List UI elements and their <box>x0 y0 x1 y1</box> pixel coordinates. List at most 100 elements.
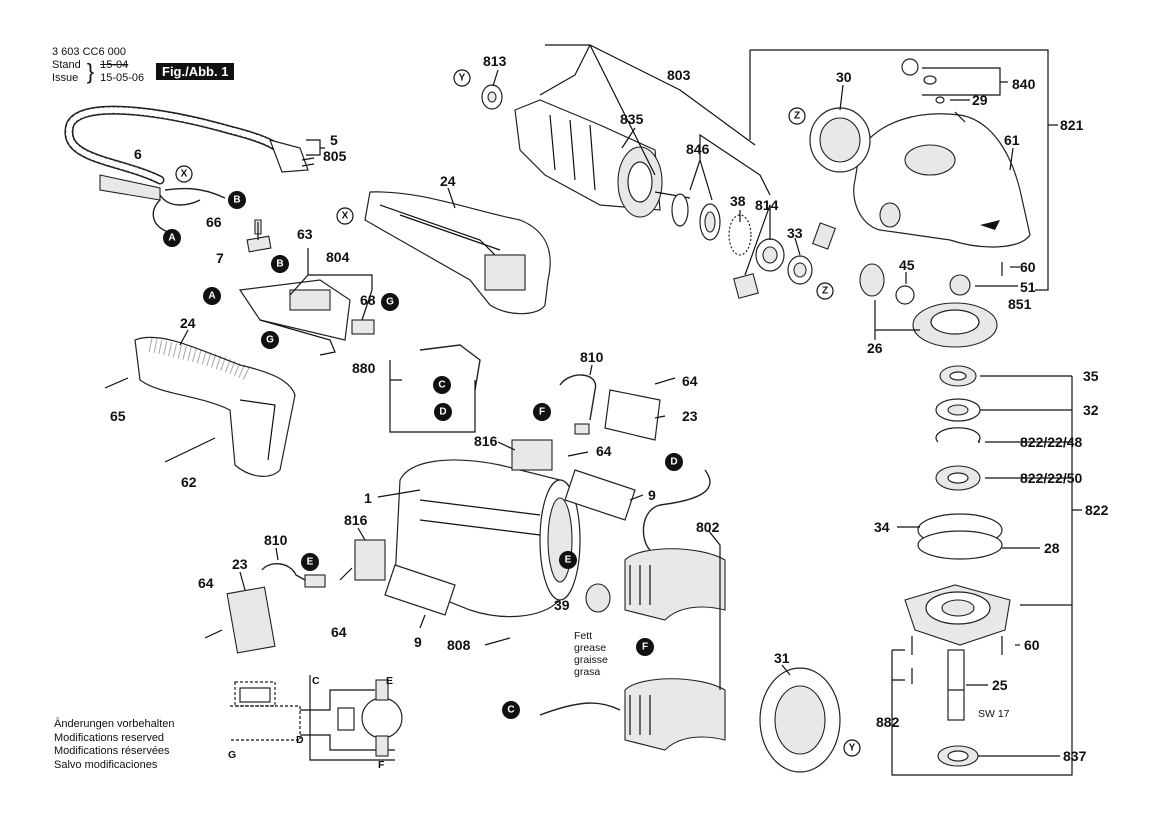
svg-text:D: D <box>296 734 304 746</box>
stand-value: 15-04 <box>100 59 129 71</box>
label-882: 882 <box>876 714 900 730</box>
svg-text:D: D <box>670 457 677 468</box>
label-29: 29 <box>972 92 988 108</box>
note-en: Modifications reserved <box>54 731 165 744</box>
svg-text:C: C <box>507 705 514 716</box>
label-880: 880 <box>352 360 376 376</box>
svg-text:B: B <box>276 259 283 270</box>
wiring-schematic <box>230 675 403 761</box>
connector-g-marker: G <box>261 331 279 349</box>
label-808: 808 <box>447 637 471 653</box>
connector-y-marker: Y <box>843 739 861 757</box>
label-822-22-50: 822/22/50 <box>1020 470 1082 486</box>
label-65: 65 <box>110 408 126 424</box>
label-60: 60 <box>1020 259 1036 275</box>
label-32: 32 <box>1083 402 1099 418</box>
label-31: 31 <box>774 650 790 666</box>
svg-text:A: A <box>208 291 215 302</box>
svg-text:F: F <box>539 407 545 418</box>
brush-holders <box>226 389 661 654</box>
grease-note: Fett grease graisse grasa <box>574 630 608 678</box>
label-26: 26 <box>867 340 883 356</box>
label-837: 837 <box>1063 748 1087 764</box>
svg-text:B: B <box>233 195 240 206</box>
label-810: 810 <box>580 349 604 365</box>
carbon-brushes <box>261 374 597 588</box>
connector-markers: A A B B G G C D F D E E F C X X Y Y Z Z <box>163 69 861 757</box>
connector-x-marker: X <box>175 165 193 183</box>
label-23: 23 <box>682 408 698 424</box>
brace-icon: } <box>86 59 95 84</box>
connector-d-marker: D <box>665 453 683 471</box>
gear-set <box>859 263 998 348</box>
spindle-bearing-stack <box>935 365 981 491</box>
svg-text:Fett: Fett <box>574 630 592 642</box>
note-fr: Modifications réservées <box>54 745 170 757</box>
leader-lines <box>179 44 1082 776</box>
document-header: 3 603 CC6 000 Stand Issue } 15-04 15-05-… <box>52 46 144 85</box>
connector-f-marker: F <box>533 403 551 421</box>
connector-b-marker: B <box>228 191 246 209</box>
power-cable <box>64 105 315 233</box>
connector-e-marker: E <box>301 553 319 571</box>
svg-text:D: D <box>439 407 446 418</box>
label-24-lower: 24 <box>180 315 196 331</box>
label-813: 813 <box>483 53 507 69</box>
label-35: 35 <box>1083 368 1099 384</box>
stand-issue-block: Stand Issue } 15-04 15-05-06 <box>52 59 144 85</box>
label-5: 5 <box>330 132 338 148</box>
svg-text:X: X <box>181 169 188 180</box>
svg-text:E: E <box>565 555 572 566</box>
svg-text:Y: Y <box>849 743 856 754</box>
svg-text:E: E <box>386 675 393 687</box>
figure-label: Fig./Abb. 1 <box>156 63 235 80</box>
svg-text:F: F <box>642 642 648 653</box>
label-822-22-48: 822/22/48 <box>1020 434 1082 450</box>
connector-x-marker: X <box>336 207 354 225</box>
connector-y-marker: Y <box>453 69 471 87</box>
handle-half-lower <box>134 336 296 477</box>
note-de: Änderungen vorbehalten <box>54 718 175 730</box>
note-es: Salvo modificaciones <box>54 758 158 771</box>
connector-z-marker: Z <box>788 107 806 125</box>
label-1: 1 <box>364 490 372 506</box>
label-6: 6 <box>134 146 142 162</box>
label-24: 24 <box>440 173 456 189</box>
label-802: 802 <box>696 519 720 535</box>
part-number-labels: 813 803 30 840 29 821 835 846 61 38 814 … <box>110 53 1109 764</box>
modification-notes: Änderungen vorbehalten Modifications res… <box>54 718 174 772</box>
svg-text:Y: Y <box>459 73 466 84</box>
document-number: 3 603 CC6 000 <box>52 46 126 58</box>
svg-text:X: X <box>342 211 349 222</box>
motor-housing <box>394 459 581 618</box>
label-64-d: 64 <box>331 624 347 640</box>
label-846: 846 <box>686 141 710 157</box>
svg-text:F: F <box>378 759 385 771</box>
label-25: 25 <box>992 677 1008 693</box>
connector-c-marker: C <box>502 701 520 719</box>
label-821: 821 <box>1060 117 1084 133</box>
label-851: 851 <box>1008 296 1032 312</box>
seal-ring <box>917 513 1003 560</box>
label-816: 816 <box>474 433 498 449</box>
connector-b-marker: B <box>271 255 289 273</box>
label-810-b: 810 <box>264 532 288 548</box>
svg-text:Z: Z <box>794 111 800 122</box>
label-9-b: 9 <box>414 634 422 650</box>
svg-text:G: G <box>386 297 394 308</box>
handle-half-upper <box>364 191 551 315</box>
armature <box>481 84 691 218</box>
label-804: 804 <box>326 249 350 265</box>
label-23-b: 23 <box>232 556 248 572</box>
connector-d-marker: D <box>434 403 452 421</box>
gear-housing <box>809 58 1031 248</box>
connector-a-marker: A <box>163 229 181 247</box>
svg-text:graisse: graisse <box>574 654 608 666</box>
label-835: 835 <box>620 111 644 127</box>
svg-text:G: G <box>228 749 236 761</box>
label-39: 39 <box>554 597 570 613</box>
svg-text:Z: Z <box>822 286 828 297</box>
label-805: 805 <box>323 148 347 164</box>
label-33: 33 <box>787 225 803 241</box>
